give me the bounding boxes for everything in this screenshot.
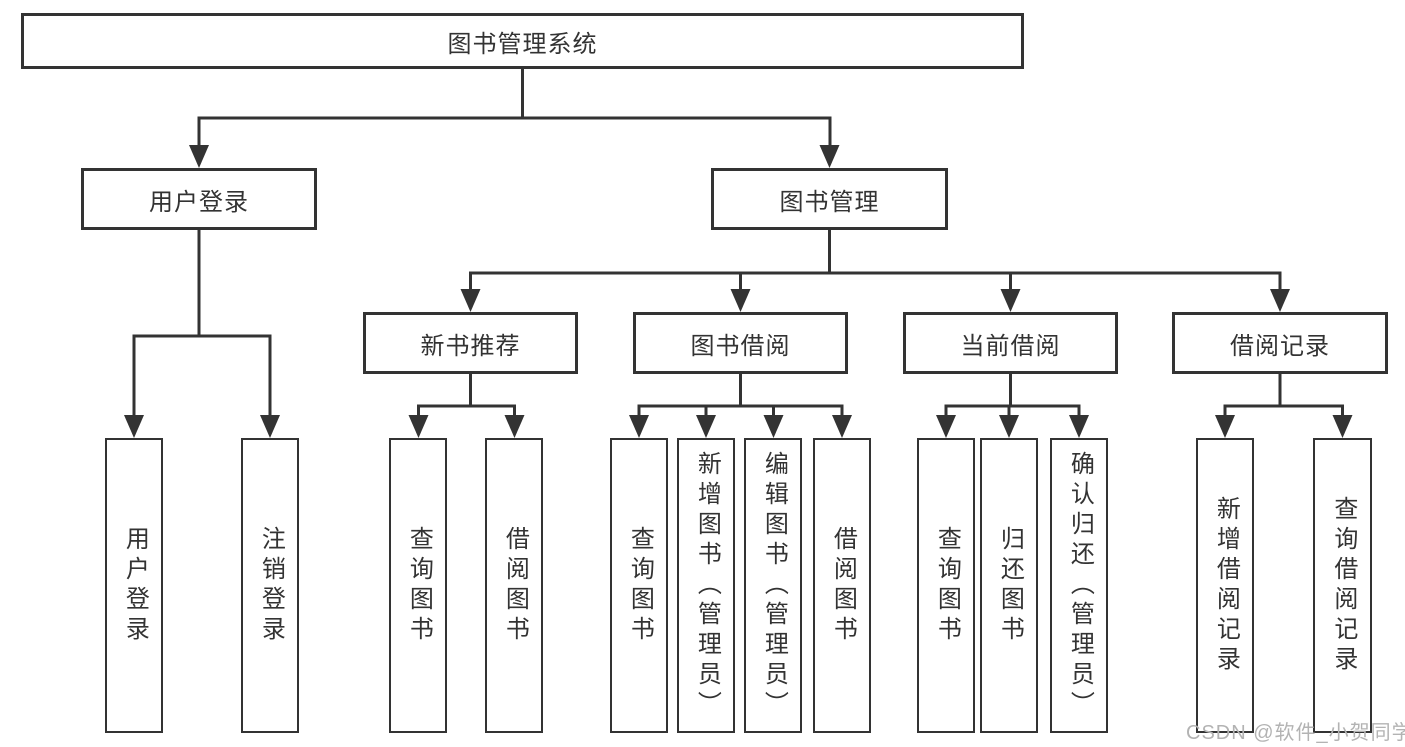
leaf-edit-book-admin: 编辑图书（管理员） <box>744 438 802 733</box>
leaf-add-book-admin-label: 新增图书（管理员） <box>693 450 721 721</box>
leaf-edit-book-admin-label: 编辑图书（管理员） <box>760 450 788 721</box>
arrow-down-icon <box>999 415 1019 438</box>
arrow-down-icon <box>1000 289 1021 312</box>
arrow-down-icon <box>819 145 840 168</box>
arrow-down-icon <box>504 415 525 438</box>
node-book-management: 图书管理 <box>711 168 948 230</box>
leaf-query-borrow-record-label: 查询借阅记录 <box>1329 495 1357 676</box>
arrow-down-icon <box>730 289 751 312</box>
connector-level2-branch <box>197 116 832 150</box>
node-root-label: 图书管理系统 <box>447 30 598 58</box>
leaf-query-book-3-label: 查询图书 <box>933 525 961 646</box>
node-borrow-record-label: 借阅记录 <box>1230 332 1330 360</box>
leaf-query-borrow-record: 查询借阅记录 <box>1313 438 1372 733</box>
connector-borrowrecord-branch <box>1223 404 1344 420</box>
node-root: 图书管理系统 <box>21 13 1024 69</box>
leaf-borrow-book-1: 借阅图书 <box>485 438 543 733</box>
watermark: CSDN @软件_小贺同学 <box>1186 722 1405 744</box>
arrow-down-icon <box>124 415 144 438</box>
leaf-logout: 注销登录 <box>241 438 299 733</box>
leaf-query-book-1: 查询图书 <box>389 438 447 733</box>
arrow-down-icon <box>189 145 209 168</box>
arrow-down-icon <box>460 289 481 312</box>
connector-bookborrow-branch <box>637 404 844 420</box>
leaf-return-book-label: 归还图书 <box>996 525 1024 646</box>
leaf-add-borrow-record-label: 新增借阅记录 <box>1212 495 1240 676</box>
arrow-down-icon <box>1332 415 1353 438</box>
node-new-book-recommend-label: 新书推荐 <box>420 332 521 360</box>
leaf-user-login-label: 用户登录 <box>121 525 149 646</box>
node-new-book-recommend: 新书推荐 <box>363 312 578 374</box>
arrow-down-icon <box>832 415 852 438</box>
arrow-down-icon <box>1215 415 1235 438</box>
arrow-down-icon <box>1069 415 1089 438</box>
arrowheads <box>124 145 1353 438</box>
arrow-down-icon <box>1270 289 1290 312</box>
leaf-query-book-2-label: 查询图书 <box>626 525 654 646</box>
arrow-down-icon <box>260 415 280 438</box>
leaf-add-borrow-record: 新增借阅记录 <box>1196 438 1254 733</box>
arrow-down-icon <box>696 415 716 438</box>
leaf-logout-label: 注销登录 <box>257 525 285 646</box>
node-user-login-label: 用户登录 <box>149 188 249 216</box>
leaf-borrow-book-1-label: 借阅图书 <box>501 525 529 646</box>
leaf-borrow-book-2-label: 借阅图书 <box>829 525 857 646</box>
arrow-down-icon <box>629 415 649 438</box>
node-book-borrow-label: 图书借阅 <box>690 332 791 360</box>
leaf-confirm-return-admin-label: 确认归还（管理员） <box>1066 450 1094 721</box>
leaf-user-login: 用户登录 <box>105 438 163 733</box>
arrow-down-icon <box>763 415 784 438</box>
node-current-borrow: 当前借阅 <box>903 312 1118 374</box>
connector-level3-branch <box>469 271 1282 295</box>
leaf-query-book-3: 查询图书 <box>917 438 975 733</box>
arrow-down-icon <box>408 415 429 438</box>
connector-currentborrow-branch <box>944 404 1081 420</box>
node-book-management-label: 图书管理 <box>779 188 880 216</box>
arrow-down-icon <box>936 415 956 438</box>
leaf-confirm-return-admin: 确认归还（管理员） <box>1050 438 1108 733</box>
node-user-login: 用户登录 <box>81 168 317 230</box>
connector-newbook-branch <box>417 404 516 420</box>
leaf-borrow-book-2: 借阅图书 <box>813 438 871 733</box>
node-current-borrow-label: 当前借阅 <box>960 332 1061 360</box>
leaf-query-book-2: 查询图书 <box>610 438 668 733</box>
leaf-add-book-admin: 新增图书（管理员） <box>677 438 735 733</box>
node-borrow-record: 借阅记录 <box>1172 312 1388 374</box>
leaf-query-book-1-label: 查询图书 <box>405 525 433 646</box>
connector-user-login-branch <box>132 334 272 420</box>
leaf-return-book: 归还图书 <box>980 438 1038 733</box>
node-book-borrow: 图书借阅 <box>633 312 848 374</box>
